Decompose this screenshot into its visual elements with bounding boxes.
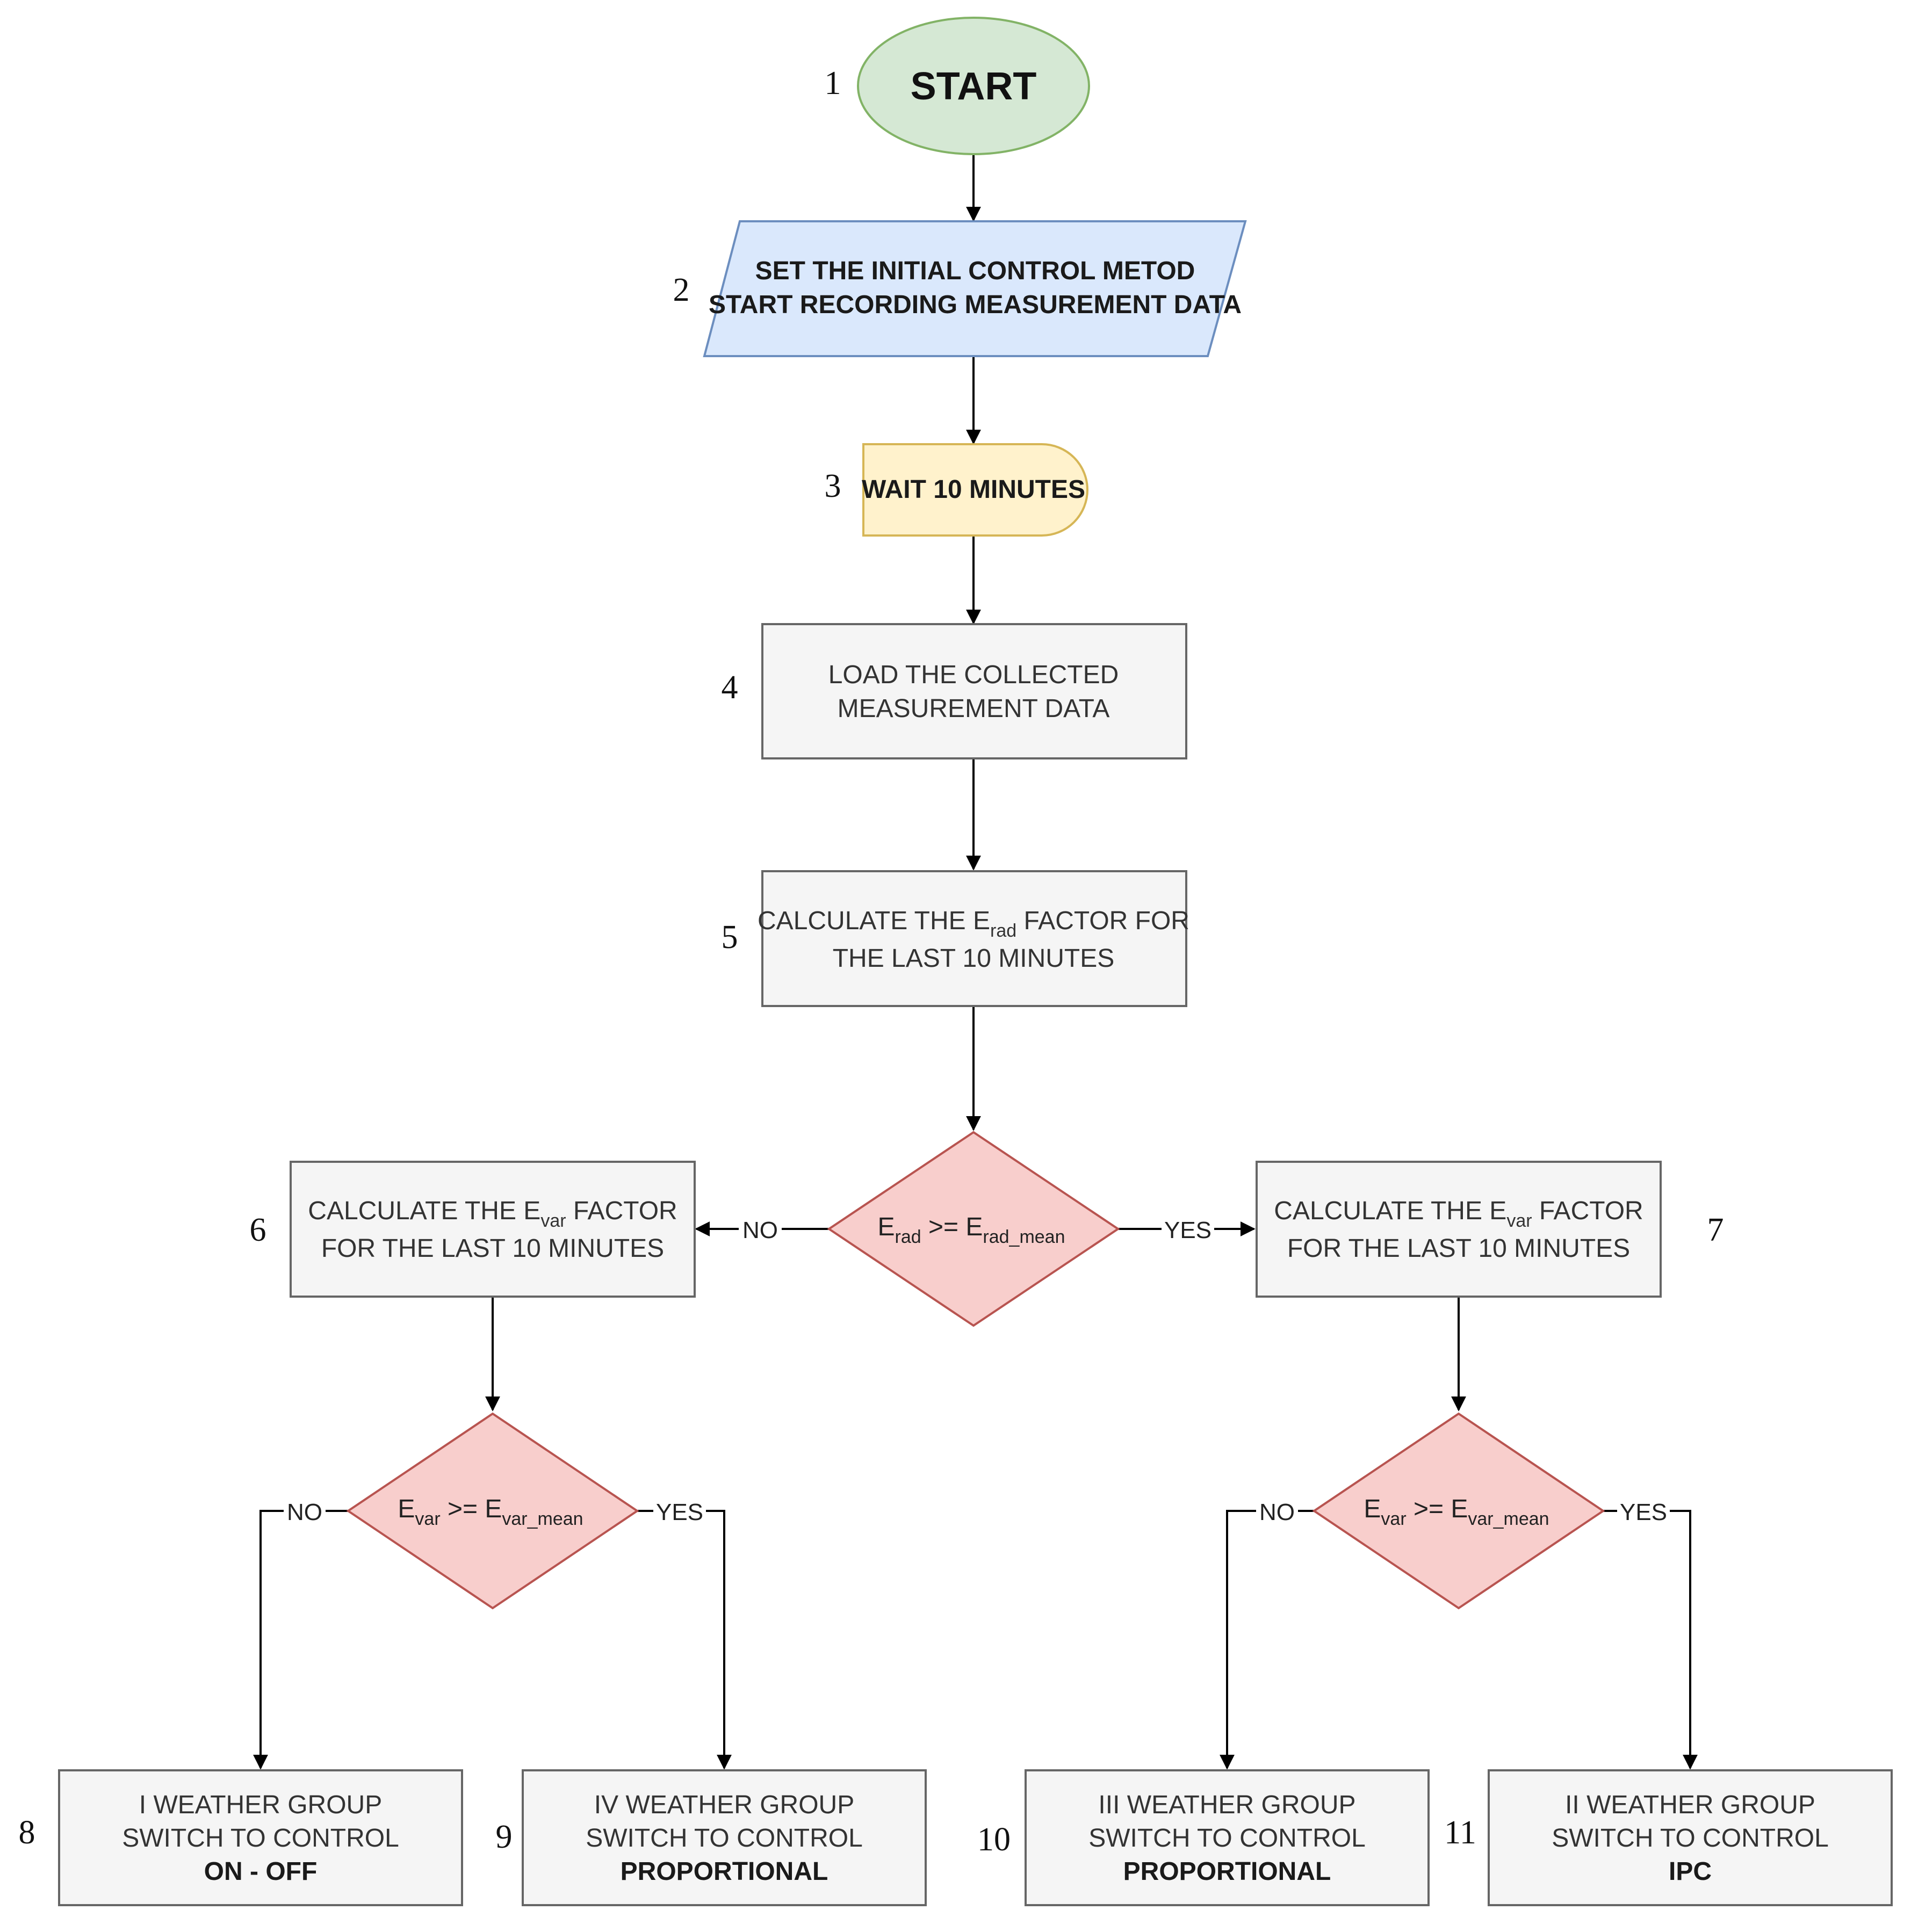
step-number-4: 4 — [722, 669, 738, 706]
d1-no-label: NO — [742, 1217, 778, 1243]
step-number-11: 11 — [1444, 1814, 1476, 1851]
process-box — [290, 1161, 696, 1298]
edge-d2-no — [253, 1510, 348, 1770]
node8-line2: SWITCH TO CONTROL — [122, 1824, 399, 1853]
decision-diamond — [346, 1412, 639, 1610]
step-number-3: 3 — [825, 468, 841, 504]
process-box — [58, 1769, 463, 1906]
d3-yes-label: YES — [1620, 1499, 1667, 1525]
node7-line2: FOR THE LAST 10 MINUTES — [1287, 1234, 1630, 1263]
start-label: START — [911, 65, 1037, 108]
node9-line2: SWITCH TO CONTROL — [586, 1824, 863, 1853]
d1-yes-label: YES — [1164, 1217, 1211, 1243]
decision-diamond — [827, 1131, 1120, 1327]
io-parallelogram — [703, 220, 1247, 357]
node9-line3: PROPORTIONAL — [621, 1857, 828, 1886]
node-start: START 1 — [825, 17, 1090, 155]
d3-no-label: NO — [1259, 1499, 1295, 1525]
node11-line2: SWITCH TO CONTROL — [1552, 1824, 1829, 1853]
node-weather-group-3: III WEATHER GROUP SWITCH TO CONTROL PROP… — [977, 1769, 1430, 1906]
process-box — [522, 1769, 927, 1906]
node6-line1: CALCULATE THE Evar FACTOR — [308, 1197, 677, 1231]
node3-label: WAIT 10 MINUTES — [862, 475, 1085, 504]
node4-line2: MEASUREMENT DATA — [838, 694, 1110, 723]
node5-line2: THE LAST 10 MINUTES — [833, 944, 1115, 973]
node-weather-group-4: IV WEATHER GROUP SWITCH TO CONTROL PROPO… — [496, 1769, 927, 1906]
node11-line3: IPC — [1669, 1857, 1712, 1886]
decision-evar-left: Evar >= Evar_mean — [346, 1412, 639, 1610]
node10-line1: III WEATHER GROUP — [1098, 1791, 1355, 1819]
process-box — [761, 870, 1187, 1007]
node9-line1: IV WEATHER GROUP — [594, 1791, 854, 1819]
d2-no-label: NO — [287, 1499, 322, 1525]
node-set-initial-control: SET THE INITIAL CONTROL METOD START RECO… — [673, 220, 1247, 357]
delay-shape — [862, 443, 1088, 537]
node10-line3: PROPORTIONAL — [1123, 1857, 1331, 1886]
node-load-data: LOAD THE COLLECTED MEASUREMENT DATA 4 — [722, 623, 1187, 759]
decision2-condition: Evar >= Evar_mean — [398, 1495, 583, 1529]
decision-erad: Erad >= Erad_mean — [827, 1131, 1120, 1327]
step-number-7: 7 — [1707, 1212, 1724, 1248]
step-number-9: 9 — [496, 1819, 513, 1855]
step-number-8: 8 — [19, 1814, 35, 1851]
node-weather-group-1: I WEATHER GROUP SWITCH TO CONTROL ON - O… — [19, 1769, 463, 1906]
step-number-6: 6 — [250, 1212, 266, 1248]
decision-diamond — [1312, 1412, 1605, 1610]
start-terminator — [857, 17, 1090, 155]
node10-line2: SWITCH TO CONTROL — [1088, 1824, 1366, 1853]
d2-yes-label: YES — [656, 1499, 703, 1525]
process-box — [1256, 1161, 1662, 1298]
step-number-10: 10 — [977, 1821, 1011, 1858]
step-number-1: 1 — [825, 65, 841, 102]
process-box — [1025, 1769, 1430, 1906]
node-weather-group-2: II WEATHER GROUP SWITCH TO CONTROL IPC 1… — [1444, 1769, 1893, 1906]
node8-line1: I WEATHER GROUP — [139, 1791, 382, 1819]
decision1-condition: Erad >= Erad_mean — [877, 1213, 1065, 1247]
step-number-5: 5 — [722, 919, 738, 956]
decision-evar-right: Evar >= Evar_mean — [1312, 1412, 1605, 1610]
node2-line1: SET THE INITIAL CONTROL METOD — [755, 257, 1195, 285]
process-box — [761, 623, 1187, 759]
node6-line2: FOR THE LAST 10 MINUTES — [321, 1234, 664, 1263]
process-box — [1488, 1769, 1893, 1906]
node11-line1: II WEATHER GROUP — [1565, 1791, 1815, 1819]
node-wait: WAIT 10 MINUTES 3 — [825, 443, 1088, 537]
node4-line1: LOAD THE COLLECTED — [828, 661, 1119, 689]
node-calc-evar-left: CALCULATE THE Evar FACTOR FOR THE LAST 1… — [250, 1161, 696, 1298]
node7-line1: CALCULATE THE Evar FACTOR — [1274, 1197, 1643, 1231]
edge-d2-yes — [637, 1510, 732, 1770]
edge-labels: NO YES NO YES NO YES — [284, 1215, 1670, 1525]
node2-line2: START RECORDING MEASUREMENT DATA — [709, 291, 1242, 319]
node5-line1: CALCULATE THE Erad FACTOR FOR — [758, 907, 1189, 941]
edge-d3-yes — [1603, 1510, 1698, 1770]
edge-d3-no — [1220, 1510, 1314, 1770]
node-calc-erad: CALCULATE THE Erad FACTOR FOR THE LAST 1… — [722, 870, 1189, 1007]
decision3-condition: Evar >= Evar_mean — [1364, 1495, 1549, 1529]
step-number-2: 2 — [673, 272, 690, 308]
node-calc-evar-right: CALCULATE THE Evar FACTOR FOR THE LAST 1… — [1256, 1161, 1724, 1298]
node8-line3: ON - OFF — [204, 1857, 318, 1886]
